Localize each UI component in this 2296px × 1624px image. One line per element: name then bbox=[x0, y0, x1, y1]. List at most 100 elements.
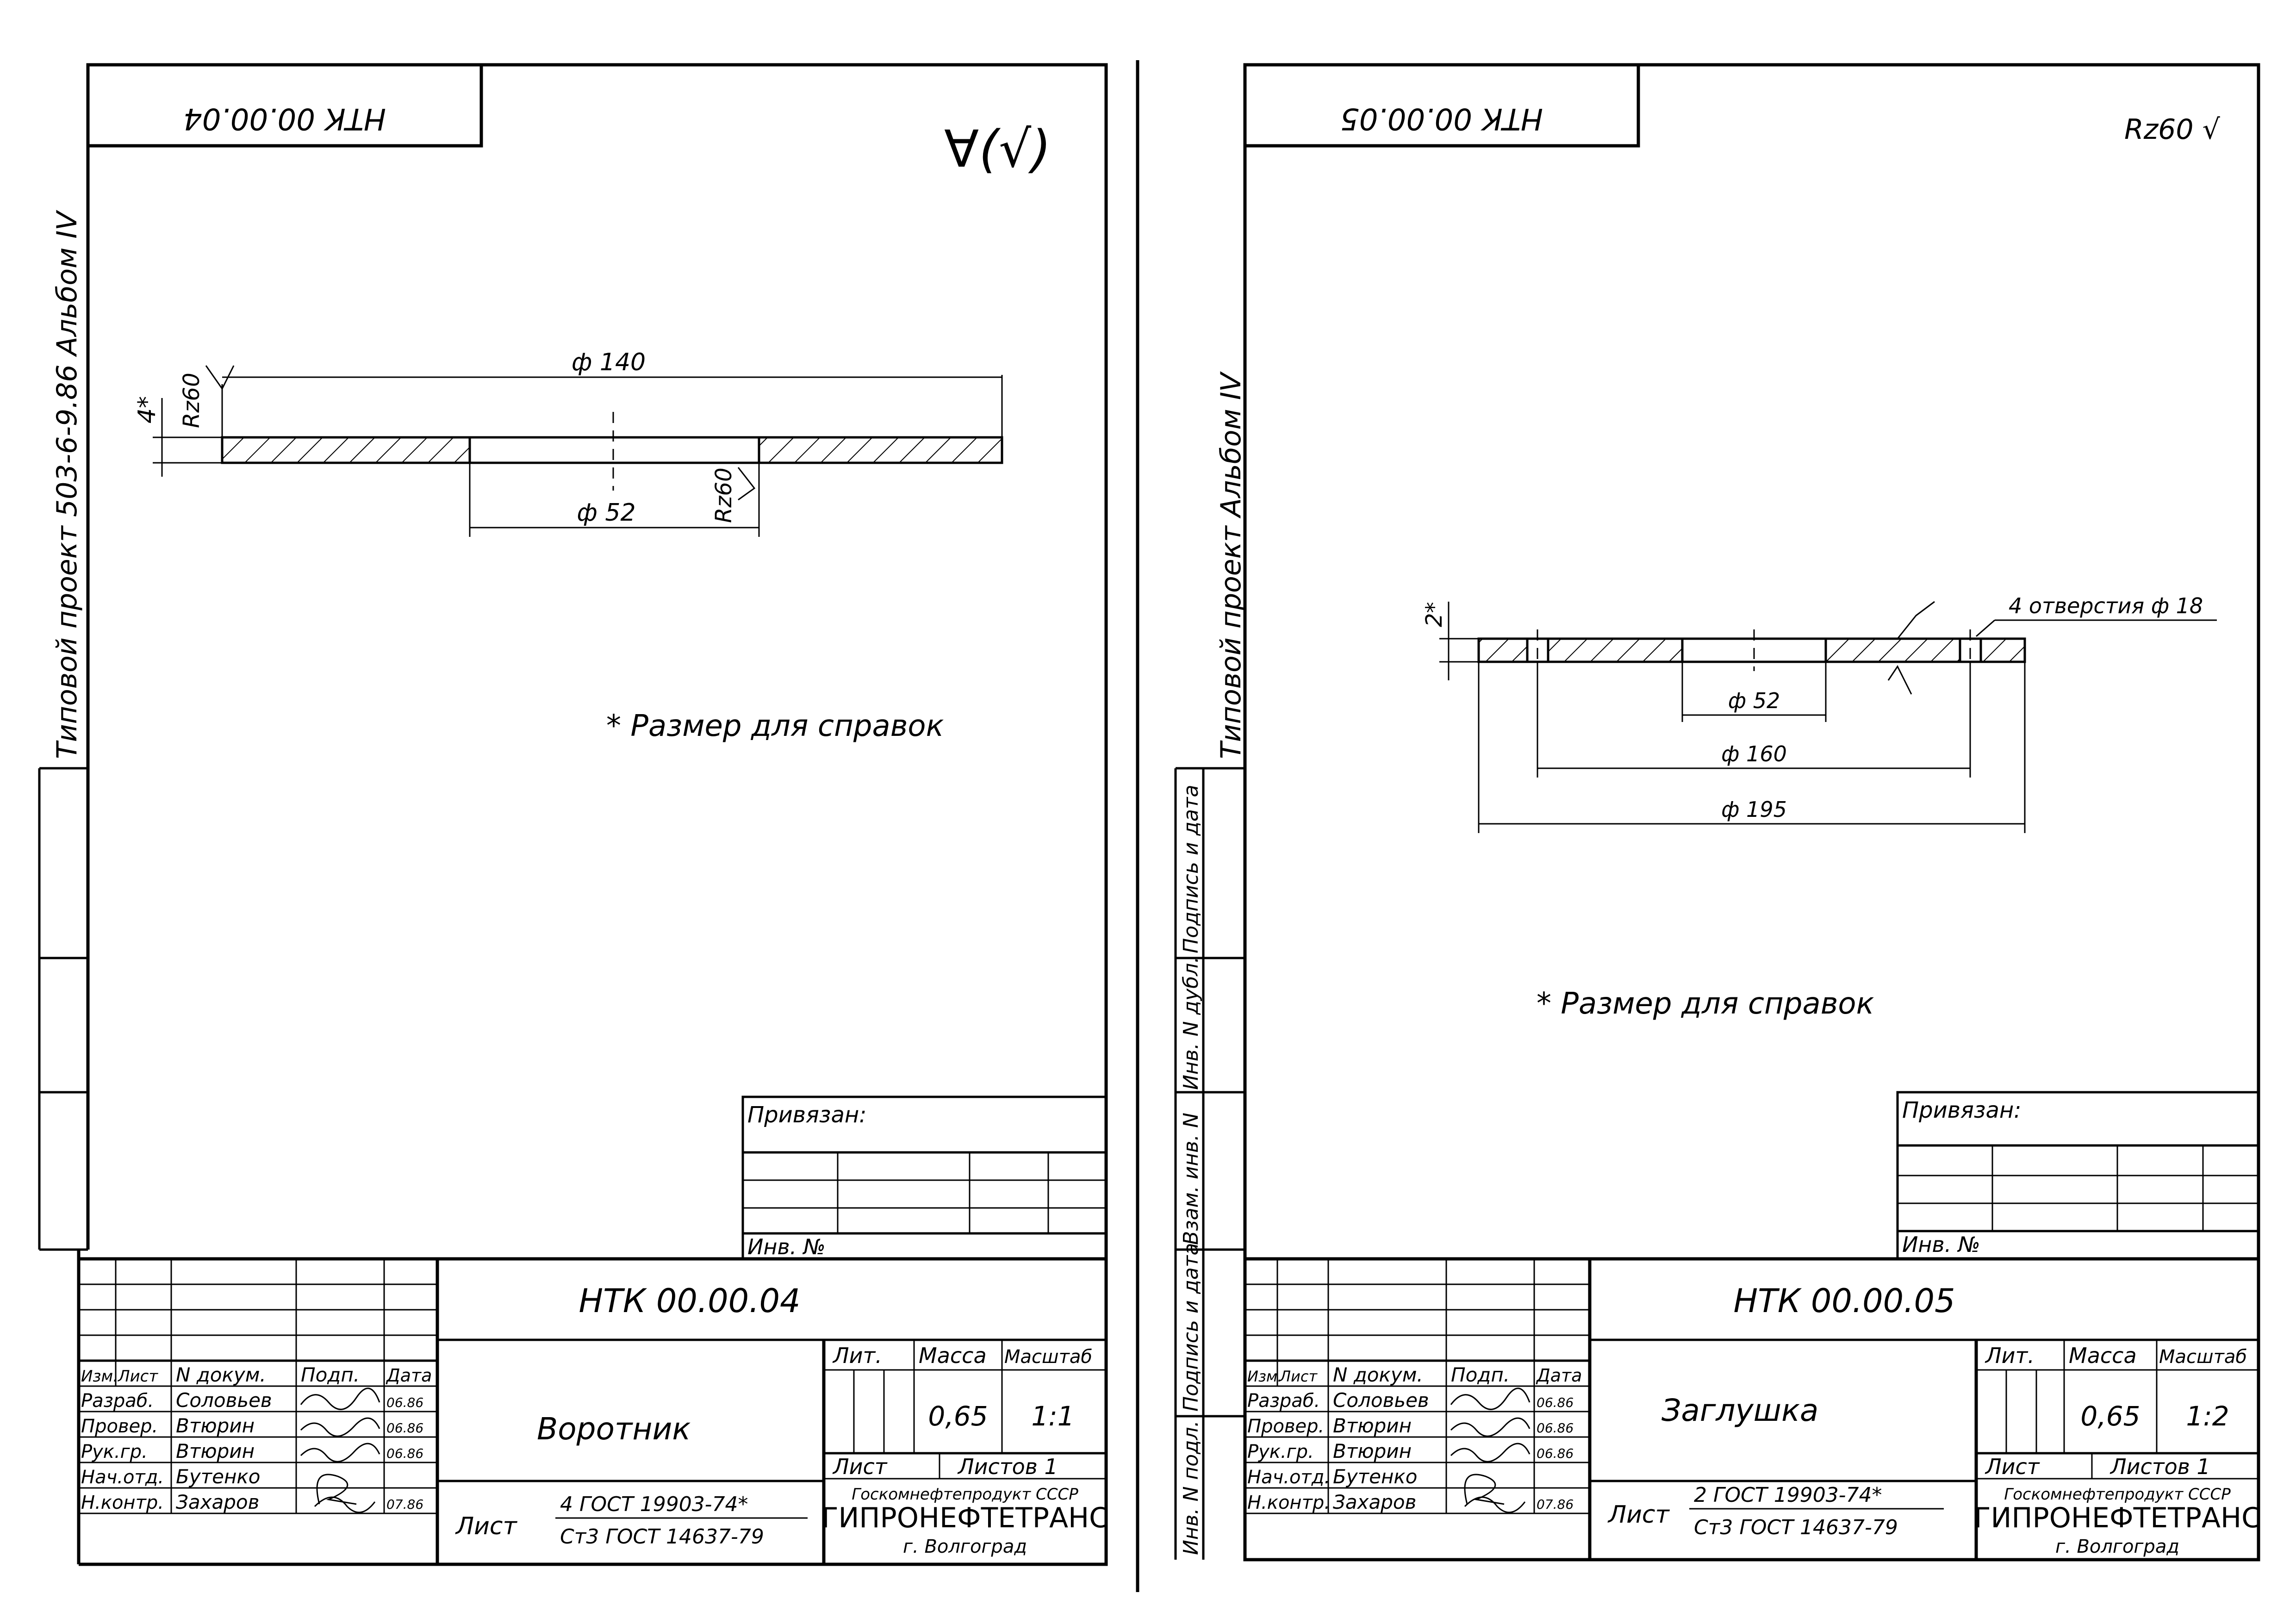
right-note: * Размер для справок bbox=[1537, 987, 1874, 1021]
left-signature-4 bbox=[314, 1496, 376, 1513]
left-hdr-list: Лист bbox=[117, 1367, 158, 1386]
right-sheet-word: Лист bbox=[1607, 1501, 1670, 1529]
right-plate-4 bbox=[1979, 637, 2026, 663]
left-roughness-symbol: ∀(√) bbox=[944, 119, 1051, 179]
right-dim-52: ф 52 bbox=[1728, 688, 1780, 713]
left-name-3: Бутенко bbox=[176, 1465, 261, 1488]
right-hdr-masshtab: Масштаб bbox=[2159, 1346, 2247, 1368]
left-thickness-label: 4* bbox=[133, 396, 161, 423]
left-part-name: Воротник bbox=[537, 1411, 691, 1447]
right-title-code: НТК 00.00.05 bbox=[1733, 1282, 1955, 1320]
left-hdr-lit: Лит. bbox=[832, 1343, 882, 1368]
left-role-1: Провер. bbox=[81, 1416, 158, 1437]
right-signature-0 bbox=[1450, 1388, 1531, 1410]
left-list-label: Лист bbox=[832, 1454, 888, 1479]
right-name-1: Втюрин bbox=[1333, 1414, 1412, 1437]
right-date-2: 06.86 bbox=[1537, 1446, 1574, 1461]
left-role-4: Н.контр. bbox=[81, 1492, 164, 1513]
left-org2: ГИПРОНЕФТЕТРАНС bbox=[821, 1502, 1108, 1534]
right-org3: г. Волгоград bbox=[2055, 1536, 2179, 1557]
left-privyazan-block: Привязан: Инв. № bbox=[741, 1095, 1108, 1260]
left-rz-bottom: Rz60 bbox=[711, 467, 737, 523]
margin-label-3: Подпись и дата bbox=[1179, 1243, 1203, 1412]
right-part-name: Заглушка bbox=[1661, 1393, 1818, 1428]
margin-label-1: Инв. N дубл. bbox=[1179, 957, 1203, 1090]
right-material-top: 2 ГОСТ 19903-74* bbox=[1694, 1483, 1882, 1507]
left-role-0: Разраб. bbox=[81, 1390, 154, 1412]
right-date-0: 06.86 bbox=[1537, 1395, 1574, 1410]
right-date-1: 06.86 bbox=[1537, 1420, 1574, 1436]
right-code-top: НТК 00.00.05 bbox=[1340, 101, 1543, 136]
left-org1: Госкомнефтепродукт СССР bbox=[852, 1485, 1078, 1504]
left-material-top: 4 ГОСТ 19903-74* bbox=[560, 1493, 748, 1516]
right-privyazan: Привязан: bbox=[1902, 1097, 2021, 1123]
right-dim-195: ф 195 bbox=[1721, 797, 1787, 822]
left-dim-inner: ф 52 bbox=[577, 499, 635, 527]
left-role-3: Нач.отд. bbox=[81, 1467, 164, 1488]
left-title-code: НТК 00.00.04 bbox=[579, 1282, 800, 1320]
right-mass: 0,65 bbox=[2080, 1400, 2140, 1432]
left-hdr-massa: Масса bbox=[919, 1343, 987, 1368]
left-name-1: Втюрин bbox=[176, 1414, 255, 1437]
left-rz-top: Rz60 bbox=[179, 373, 205, 428]
right-part-drawing: 2* 4 отверстия ф 18 ф 52 ф 160 ф 195 bbox=[1421, 593, 2217, 833]
right-name-2: Втюрин bbox=[1333, 1440, 1412, 1462]
left-flange-left bbox=[221, 436, 471, 464]
left-frame bbox=[79, 63, 1108, 1566]
right-hdr-ndoc: N докум. bbox=[1333, 1363, 1423, 1386]
right-name-3: Бутенко bbox=[1333, 1465, 1418, 1488]
right-dim-160: ф 160 bbox=[1721, 741, 1787, 766]
right-hdr-podp: Подп. bbox=[1451, 1363, 1510, 1386]
left-date-2: 06.86 bbox=[386, 1446, 423, 1461]
left-margin-strip bbox=[38, 767, 88, 1251]
right-name-0: Соловьев bbox=[1333, 1389, 1429, 1412]
left-scale: 1:1 bbox=[1031, 1400, 1074, 1432]
right-plate-1 bbox=[1477, 637, 1529, 663]
left-date-4: 07.86 bbox=[386, 1497, 423, 1512]
left-flange-right bbox=[758, 436, 1003, 464]
right-thickness-label: 2* bbox=[1421, 602, 1447, 627]
right-org2: ГИПРОНЕФТЕТРАНС bbox=[1974, 1502, 2261, 1534]
left-signature-0 bbox=[300, 1388, 380, 1410]
right-hdr-izm: Изм. bbox=[1247, 1368, 1282, 1385]
right-role-1: Провер. bbox=[1247, 1416, 1324, 1437]
left-code-box bbox=[86, 63, 483, 148]
left-sheet: НТК 00.00.04 ∀(√) Типовой проект 503-6-9… bbox=[38, 63, 1108, 1566]
right-hdr-massa: Масса bbox=[2069, 1343, 2137, 1368]
right-inv-no: Инв. № bbox=[1902, 1232, 1980, 1257]
left-inv-no: Инв. № bbox=[747, 1234, 826, 1259]
left-signature-2 bbox=[300, 1443, 380, 1462]
right-margin-strip: Подпись и дата Инв. N дубл. Взам. инв. N… bbox=[1174, 767, 1245, 1560]
margin-label-2: Взам. инв. N bbox=[1179, 1113, 1203, 1245]
right-privyazan-block: Привязан: Инв. № bbox=[1896, 1091, 2260, 1260]
right-code-box bbox=[1243, 63, 1640, 148]
left-mass: 0,65 bbox=[928, 1400, 988, 1432]
left-org3: г. Волгоград bbox=[903, 1536, 1027, 1557]
right-signature-4 bbox=[1464, 1496, 1526, 1513]
right-name-4: Захаров bbox=[1333, 1491, 1416, 1513]
left-listov: Листов 1 bbox=[957, 1454, 1058, 1479]
left-privyazan: Привязан: bbox=[747, 1102, 866, 1128]
right-material-bottom: Ст3 ГОСТ 14637-79 bbox=[1694, 1516, 1898, 1539]
left-side-label: Типовой проект 503-6-9.86 Альбом IV bbox=[51, 210, 83, 759]
left-date-0: 06.86 bbox=[386, 1395, 423, 1410]
right-holes-label: 4 отверстия ф 18 bbox=[2009, 593, 2203, 618]
left-dim-outer: ф 140 bbox=[572, 348, 646, 376]
right-hdr-data: Дата bbox=[1536, 1365, 1582, 1386]
left-name-0: Соловьев bbox=[176, 1389, 272, 1412]
left-hdr-izm: Изм. bbox=[81, 1367, 118, 1386]
right-plate-3 bbox=[1824, 637, 1961, 663]
left-name-4: Захаров bbox=[176, 1491, 259, 1513]
left-material-bottom: Ст3 ГОСТ 14637-79 bbox=[560, 1525, 764, 1549]
left-hdr-podp: Подп. bbox=[301, 1363, 360, 1386]
right-role-0: Разраб. bbox=[1247, 1390, 1320, 1412]
margin-label-0: Подпись и дата bbox=[1179, 785, 1203, 953]
left-signature-1 bbox=[300, 1417, 380, 1437]
right-hdr-list: Лист bbox=[1279, 1368, 1318, 1385]
right-role-3: Нач.отд. bbox=[1247, 1467, 1330, 1488]
left-hdr-ndoc: N докум. bbox=[176, 1363, 266, 1386]
left-name-2: Втюрин bbox=[176, 1440, 255, 1462]
right-role-2: Рук.гр. bbox=[1247, 1441, 1314, 1462]
left-hdr-data: Дата bbox=[386, 1365, 432, 1386]
left-code-top: НТК 00.00.04 bbox=[183, 101, 386, 136]
